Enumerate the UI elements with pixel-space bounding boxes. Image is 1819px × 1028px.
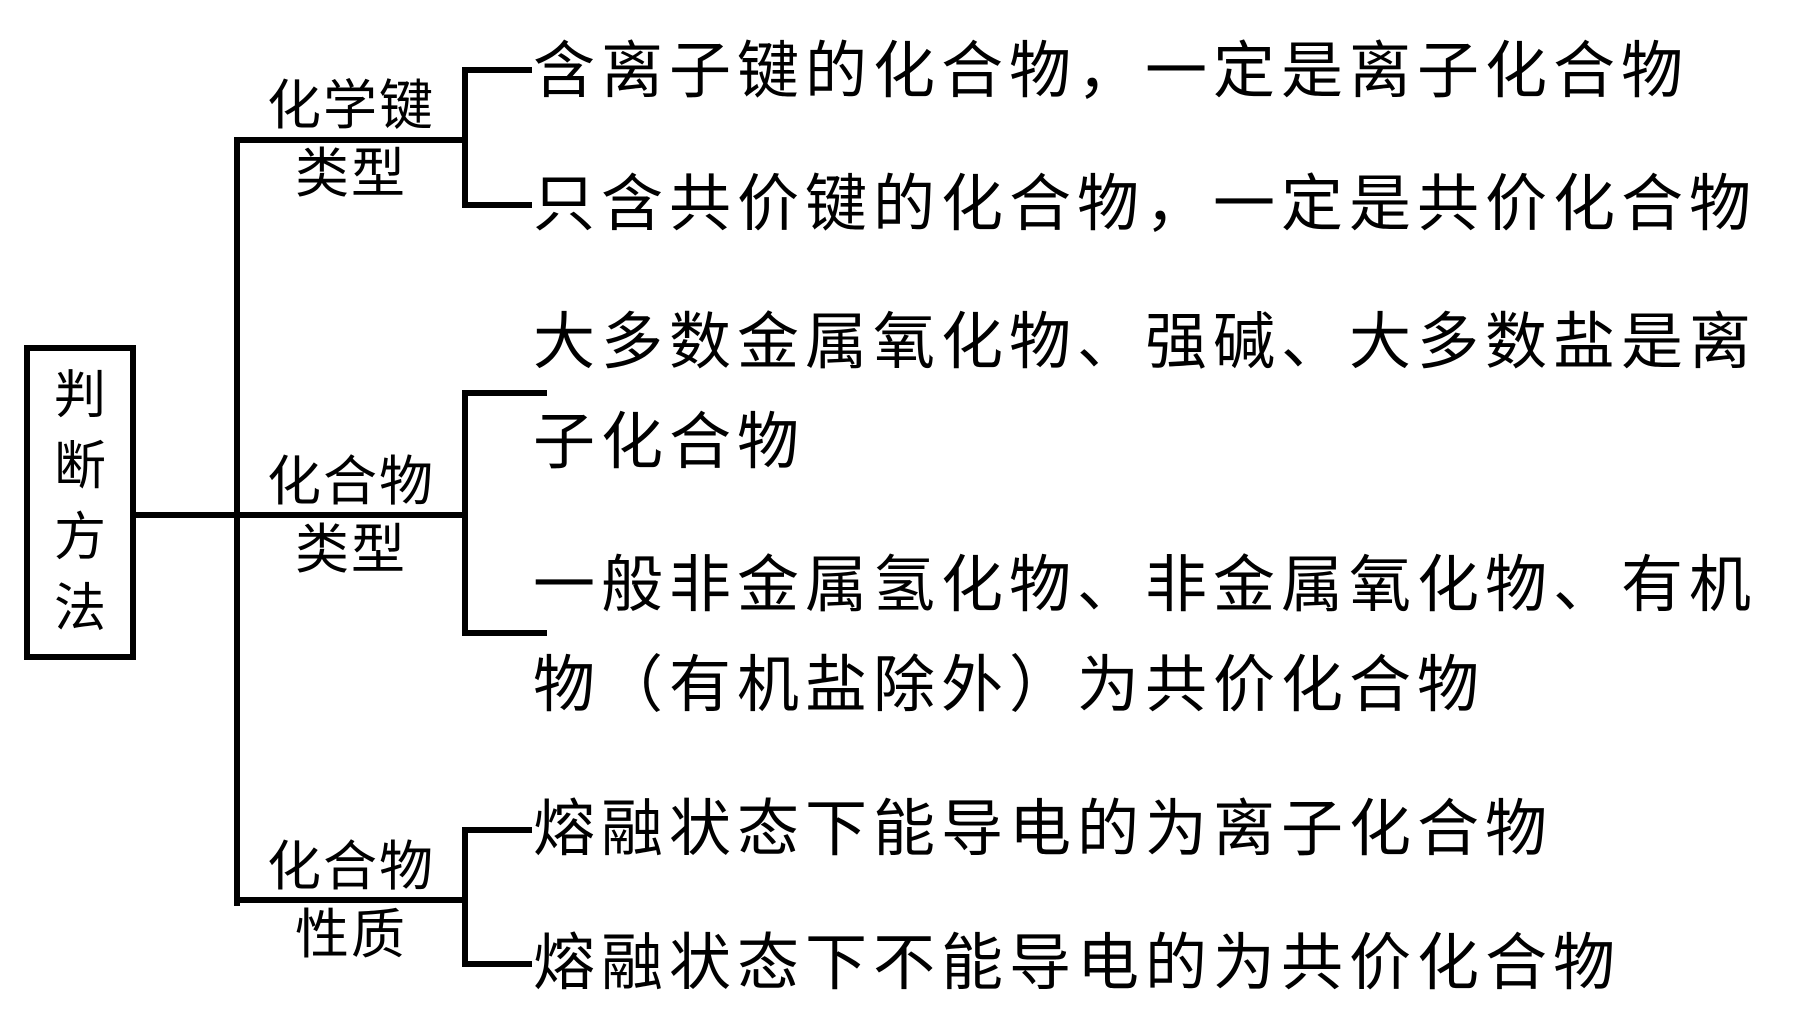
root-connector-line xyxy=(130,512,240,518)
branch1-child2-connector-line xyxy=(462,202,532,208)
branch3-child2-connector-line xyxy=(462,961,532,967)
branch3-label: 化合物 性质 xyxy=(237,833,465,969)
branch1-label-line1: 化学键 xyxy=(267,76,435,136)
trunk-line xyxy=(234,137,240,906)
root-node-label: 判断方法 xyxy=(53,367,106,638)
leaf-text: 一般非金属氢化物、非金属氧化物、有机 物（有机盐除外）为共价化合物 xyxy=(533,536,1757,736)
leaf-text-line1: 大多数金属氧化物、强碱、大多数盐是离 xyxy=(533,309,1758,377)
branch3-bracket-line xyxy=(462,827,468,967)
root-node: 判断方法 xyxy=(24,345,136,660)
leaf-text: 含离子键的化合物，一定是离子化合物 xyxy=(533,38,1690,106)
leaf-text-line1: 一般非金属氢化物、非金属氧化物、有机 xyxy=(533,552,1758,620)
branch2-label: 化合物 类型 xyxy=(237,448,465,584)
branch1-label: 化学键 类型 xyxy=(237,72,465,208)
branch2-child1-connector-line xyxy=(462,390,547,396)
leaf-text: 熔融状态下能导电的为离子化合物 xyxy=(533,796,1554,864)
branch3-label-line2: 性质 xyxy=(295,905,407,965)
branch3-child1-connector-line xyxy=(462,827,532,833)
branch2-label-line2: 类型 xyxy=(295,520,407,580)
branch3-label-line1: 化合物 xyxy=(267,837,435,897)
branch1-label-line2: 类型 xyxy=(295,144,407,204)
branch2-bracket-line xyxy=(462,390,468,636)
branch2-label-line1: 化合物 xyxy=(267,452,435,512)
leaf-text: 熔融状态下不能导电的为共价化合物 xyxy=(533,930,1622,998)
leaf-text-line2: 子化合物 xyxy=(533,409,806,477)
branch2-child2-connector-line xyxy=(462,630,547,636)
leaf-text: 大多数金属氧化物、强碱、大多数盐是离 子化合物 xyxy=(533,293,1757,493)
leaf-text-line2: 物（有机盐除外）为共价化合物 xyxy=(533,652,1486,720)
branch1-child1-connector-line xyxy=(462,67,532,73)
branch1-bracket-line xyxy=(462,67,468,208)
branch1-connector-line xyxy=(234,137,465,143)
leaf-text: 只含共价键的化合物，一定是共价化合物 xyxy=(533,171,1758,239)
branch3-connector-line xyxy=(234,897,465,903)
branch2-connector-line xyxy=(234,512,465,518)
